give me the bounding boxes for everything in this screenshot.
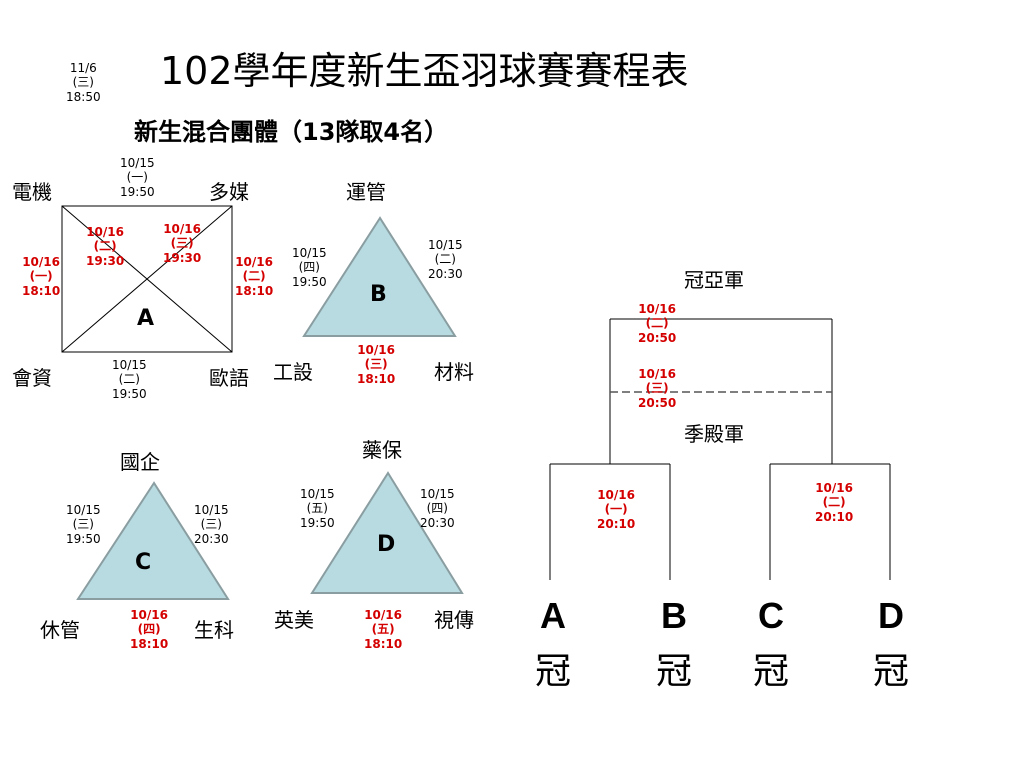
team-label: 會資 — [12, 366, 52, 390]
group-a-square — [61, 205, 233, 353]
match-schedule: 10/15 (三) 19:50 — [66, 503, 101, 546]
match-schedule: 10/15 (四) 20:30 — [420, 487, 455, 530]
match-schedule: 10/16 (三) 19:30 — [163, 222, 202, 265]
match-schedule: 10/16 (二) 19:30 — [86, 225, 125, 268]
seed-suffix: 冠 — [656, 651, 693, 692]
match-schedule: 10/16 (四) 18:10 — [130, 608, 169, 651]
seed-letter: A — [540, 595, 566, 636]
champion-match-label: 冠亞軍 — [684, 268, 744, 292]
group-d-label: D — [377, 532, 396, 557]
team-label: 國企 — [120, 450, 160, 474]
seed-suffix: 冠 — [753, 651, 790, 692]
third-place-match-label: 季殿軍 — [684, 422, 744, 446]
group-c-triangle — [76, 481, 230, 600]
match-schedule: 10/15 (四) 19:50 — [292, 246, 327, 289]
match-schedule: 10/16 (三) 18:10 — [357, 343, 396, 386]
seed-suffix: 冠 — [535, 651, 572, 692]
match-schedule: 10/15 (二) 20:30 — [428, 238, 463, 281]
team-label: 材料 — [434, 360, 474, 384]
team-label: 視傳 — [434, 608, 474, 632]
team-label: 歐語 — [209, 366, 249, 390]
match-schedule: 10/16 (一) 18:10 — [22, 255, 61, 298]
group-c-label: C — [135, 550, 152, 575]
seed-letter: C — [758, 595, 784, 636]
corner-schedule: 11/6 (三) 18:50 — [66, 61, 101, 104]
team-label: 生科 — [194, 618, 234, 642]
seed-letter: D — [878, 595, 904, 636]
team-label: 工設 — [273, 360, 313, 384]
seed-letter: B — [661, 595, 687, 636]
seed-suffix: 冠 — [873, 651, 910, 692]
match-schedule: 10/15 (五) 19:50 — [300, 487, 335, 530]
team-label: 藥保 — [362, 438, 402, 462]
page-title: 102學年度新生盃羽球賽賽程表 — [160, 49, 689, 93]
group-a-diagonal-2 — [61, 205, 233, 353]
match-schedule: 10/15 (一) 19:50 — [120, 156, 155, 199]
match-schedule: 10/15 (二) 19:50 — [112, 358, 147, 401]
match-schedule: 10/16 (二) 20:50 — [638, 302, 677, 345]
team-label: 英美 — [274, 608, 314, 632]
page-subtitle: 新生混合團體（13隊取4名） — [134, 118, 449, 146]
match-schedule: 10/16 (五) 18:10 — [364, 608, 403, 651]
match-schedule: 10/16 (二) 20:10 — [815, 481, 854, 524]
group-b-triangle — [302, 216, 457, 337]
group-b-label: B — [370, 282, 387, 307]
match-schedule: 10/16 (三) 20:50 — [638, 367, 677, 410]
match-schedule: 10/15 (三) 20:30 — [194, 503, 229, 546]
team-label: 多媒 — [209, 180, 249, 204]
group-d-triangle — [310, 471, 464, 594]
team-label: 休管 — [40, 618, 80, 642]
group-a-label: A — [137, 306, 155, 331]
knockout-bracket — [549, 318, 891, 580]
team-label: 運管 — [346, 180, 386, 204]
match-schedule: 10/16 (二) 18:10 — [235, 255, 274, 298]
match-schedule: 10/16 (一) 20:10 — [597, 488, 636, 531]
team-label: 電機 — [12, 180, 52, 204]
